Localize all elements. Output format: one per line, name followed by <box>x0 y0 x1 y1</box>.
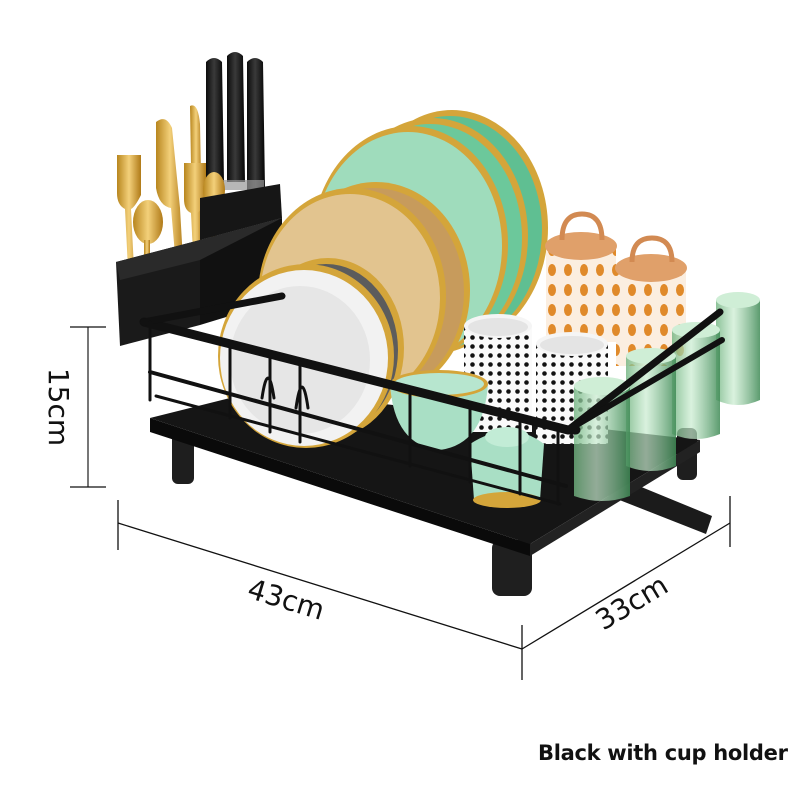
dimension-lines <box>70 326 731 680</box>
plates <box>218 110 548 448</box>
knives <box>206 52 265 190</box>
cutlery-caddy <box>116 52 282 346</box>
wire-basket <box>139 292 725 506</box>
height-dimension-label: 15cm <box>42 367 75 447</box>
canisters <box>545 211 687 366</box>
variant-caption: Black with cup holder <box>538 741 788 765</box>
